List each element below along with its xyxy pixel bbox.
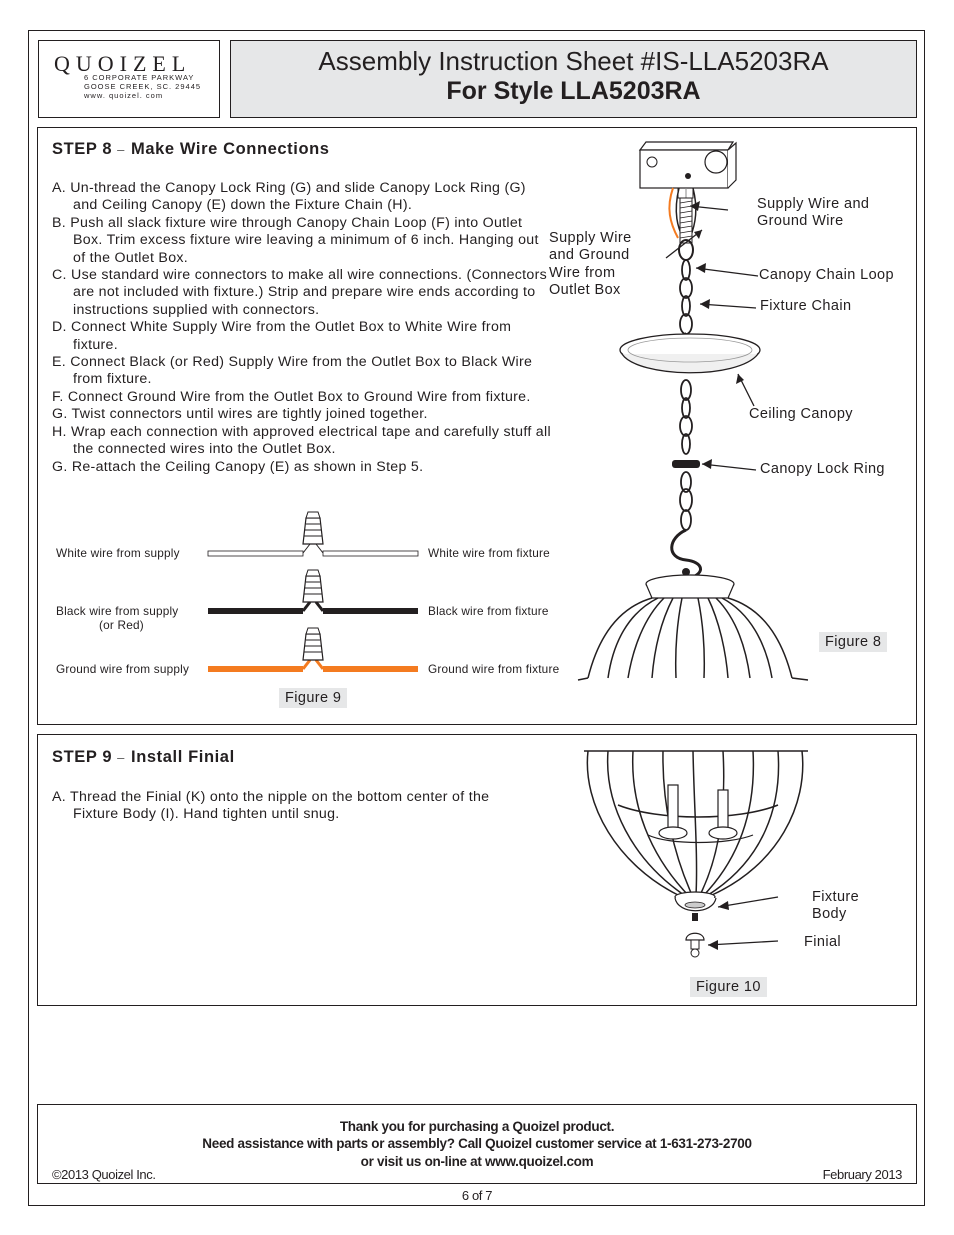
- callout-lock-ring: Canopy Lock Ring: [760, 461, 885, 477]
- black-fixture-label: Black wire from fixture: [428, 604, 549, 618]
- figure-10-label: Figure 10: [690, 977, 767, 997]
- title-banner: Assembly Instruction Sheet #IS-LLA5203RA…: [230, 40, 917, 118]
- callout-ceiling-canopy: Ceiling Canopy: [749, 406, 853, 422]
- finial-icon: [685, 932, 705, 958]
- step-9-heading: STEP 9–Install Finial: [52, 748, 235, 766]
- candle-sockets: [647, 784, 754, 844]
- copyright: ©2013 Quoizel Inc.: [52, 1167, 156, 1182]
- instruction-h: H. Wrap each connection with approved el…: [52, 423, 551, 458]
- instruction-g: G. Twist connectors until wires are tigh…: [52, 406, 428, 423]
- white-wire-connection: [207, 511, 419, 557]
- footer-website: or visit us on-line at www.quoizel.com: [360, 1154, 594, 1169]
- callout-fixture-body: Fixture Body: [812, 889, 860, 923]
- callout-chain-loop: Canopy Chain Loop: [759, 267, 894, 283]
- instruction-g2: G. Re-attach the Ceiling Canopy (E) as s…: [52, 458, 424, 475]
- callout-fixture-chain: Fixture Chain: [760, 298, 852, 314]
- step-8-instructions: A. Un-thread the Canopy Lock Ring (G) an…: [52, 180, 552, 476]
- threaded-nipple: [679, 197, 693, 244]
- brand-logo: QUOIZEL: [54, 51, 192, 76]
- ground-wire-connection: [208, 627, 418, 672]
- wire-connection-diagram: [207, 511, 419, 672]
- document-title: Assembly Instruction Sheet #IS-LLA5203RA: [318, 46, 829, 76]
- step-8-panel: STEP 8–Make Wire Connections A. Un-threa…: [37, 127, 917, 725]
- fixture-cage: [577, 597, 809, 681]
- page-border: [28, 30, 925, 1206]
- instruction-e: E. Connect Black (or Red) Supply Wire fr…: [52, 354, 533, 388]
- instruction-b: B. Push all slack fixture wire through C…: [52, 214, 539, 266]
- outlet-box: [638, 141, 737, 199]
- figure-10-illustration: [584, 750, 808, 958]
- page-number: 6 of 7: [461, 1188, 493, 1203]
- fixture-body-bottom: [674, 891, 717, 921]
- callout-supply-ground: Supply Wire and Ground Wire: [757, 196, 870, 230]
- white-fixture-label: White wire from fixture: [428, 546, 550, 560]
- step-8-heading: STEP 8–Make Wire Connections: [52, 140, 330, 158]
- ceiling-canopy: [619, 333, 761, 374]
- style-title: For Style LLA5203RA: [446, 77, 701, 105]
- callout-outlet-wires: Supply Wire and Ground Wire from Outlet …: [549, 230, 632, 299]
- instruction-f: F. Connect Ground Wire from the Outlet B…: [52, 388, 531, 405]
- figure-8-label: Figure 8: [819, 632, 888, 652]
- black-supply-label: Black wire from supply: [56, 604, 179, 618]
- fixture-top-cap: [645, 574, 735, 599]
- company-address: 6 CORPORATE PARKWAY GOOSE CREEK, SC. 294…: [84, 73, 202, 100]
- white-supply-label: White wire from supply: [56, 546, 180, 560]
- ground-fixture-label: Ground wire from fixture: [428, 662, 560, 676]
- fixture-chain-lower: [679, 379, 693, 531]
- step-9-panel: STEP 9–Install Finial A. Thread the Fini…: [37, 734, 917, 1006]
- step-9-instructions: A. Thread the Finial (K) onto the nipple…: [52, 789, 522, 824]
- black-supply-note: (or Red): [99, 618, 144, 632]
- fixture-body-cage: [584, 750, 808, 896]
- figure-8-illustration: [577, 141, 809, 681]
- footer-panel: Thank you for purchasing a Quoizel produ…: [37, 1104, 917, 1184]
- canopy-lock-ring: [672, 460, 700, 468]
- company-logo-box: QUOIZEL 6 CORPORATE PARKWAY GOOSE CREEK,…: [38, 40, 220, 118]
- figure-9-label: Figure 9: [279, 688, 348, 708]
- footer-assistance: Need assistance with parts or assembly? …: [202, 1136, 752, 1151]
- instruction-a: A. Thread the Finial (K) onto the nipple…: [52, 789, 490, 823]
- instruction-a: A. Un-thread the Canopy Lock Ring (G) an…: [52, 180, 526, 214]
- ground-supply-label: Ground wire from supply: [56, 662, 190, 676]
- instruction-c: C. Use standard wire connectors to make …: [52, 267, 548, 318]
- black-wire-connection: [208, 569, 418, 614]
- instruction-d: D. Connect White Supply Wire from the Ou…: [52, 319, 512, 353]
- publication-date: February 2013: [822, 1167, 903, 1182]
- footer-thanks: Thank you for purchasing a Quoizel produ…: [339, 1119, 615, 1134]
- callout-finial: Finial: [804, 934, 842, 950]
